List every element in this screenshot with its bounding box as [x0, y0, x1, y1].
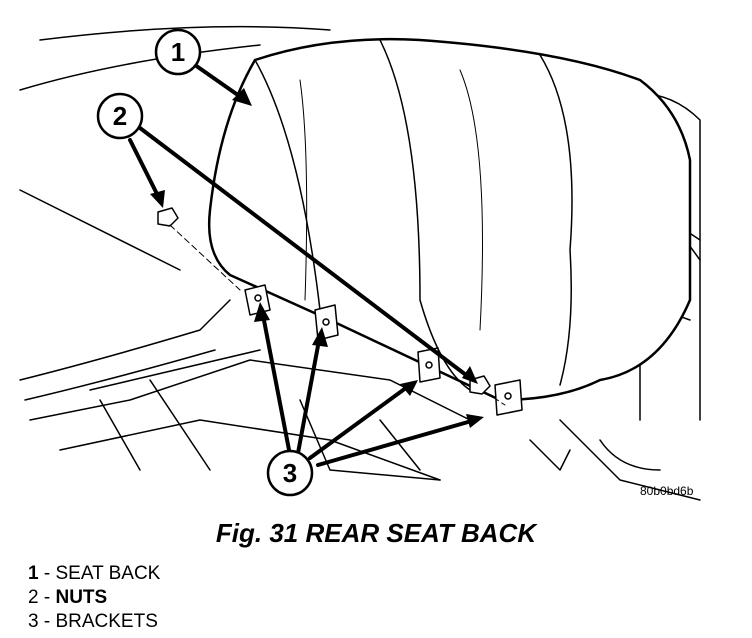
seat-back: [208, 37, 692, 402]
callout-circle-2: [96, 92, 144, 140]
leader-arrows: [128, 63, 477, 467]
figure-caption: Fig. 31 REAR SEAT BACK: [215, 518, 537, 548]
alignment-lines: [169, 224, 506, 406]
callout-label-2: 2: [113, 101, 127, 131]
nut-left: [157, 207, 179, 227]
image-code: 80b0bd6b: [640, 484, 694, 498]
legend-label: BRACKETS: [55, 611, 158, 632]
legend-separator: -: [38, 587, 56, 608]
callout-label-1: 1: [171, 37, 185, 67]
legend-separator: -: [38, 563, 56, 584]
arrow-heads: [150, 88, 484, 428]
legend-item-nuts: 2 - NUTS: [28, 586, 160, 610]
legend-number: 1: [28, 563, 39, 584]
callout-label-3: 3: [283, 458, 297, 488]
bracket-right-2: [494, 379, 523, 416]
legend-label: NUTS: [55, 587, 108, 608]
legend-label: SEAT BACK: [55, 563, 161, 584]
legend-separator: -: [38, 611, 56, 632]
legend: 1 - SEAT BACK 2 - NUTS 3 - BRACKETS: [28, 562, 160, 634]
bracket-left: [244, 284, 271, 316]
legend-item-brackets: 3 - BRACKETS: [28, 610, 160, 634]
callout-circle-1: [154, 28, 202, 76]
seat-back-illustration: 1 2 3: [19, 25, 701, 501]
legend-number: 2: [28, 587, 39, 608]
legend-item-seat-back: 1 - SEAT BACK: [28, 562, 160, 586]
legend-number: 3: [28, 611, 39, 632]
callout-circle-3: [266, 449, 314, 497]
